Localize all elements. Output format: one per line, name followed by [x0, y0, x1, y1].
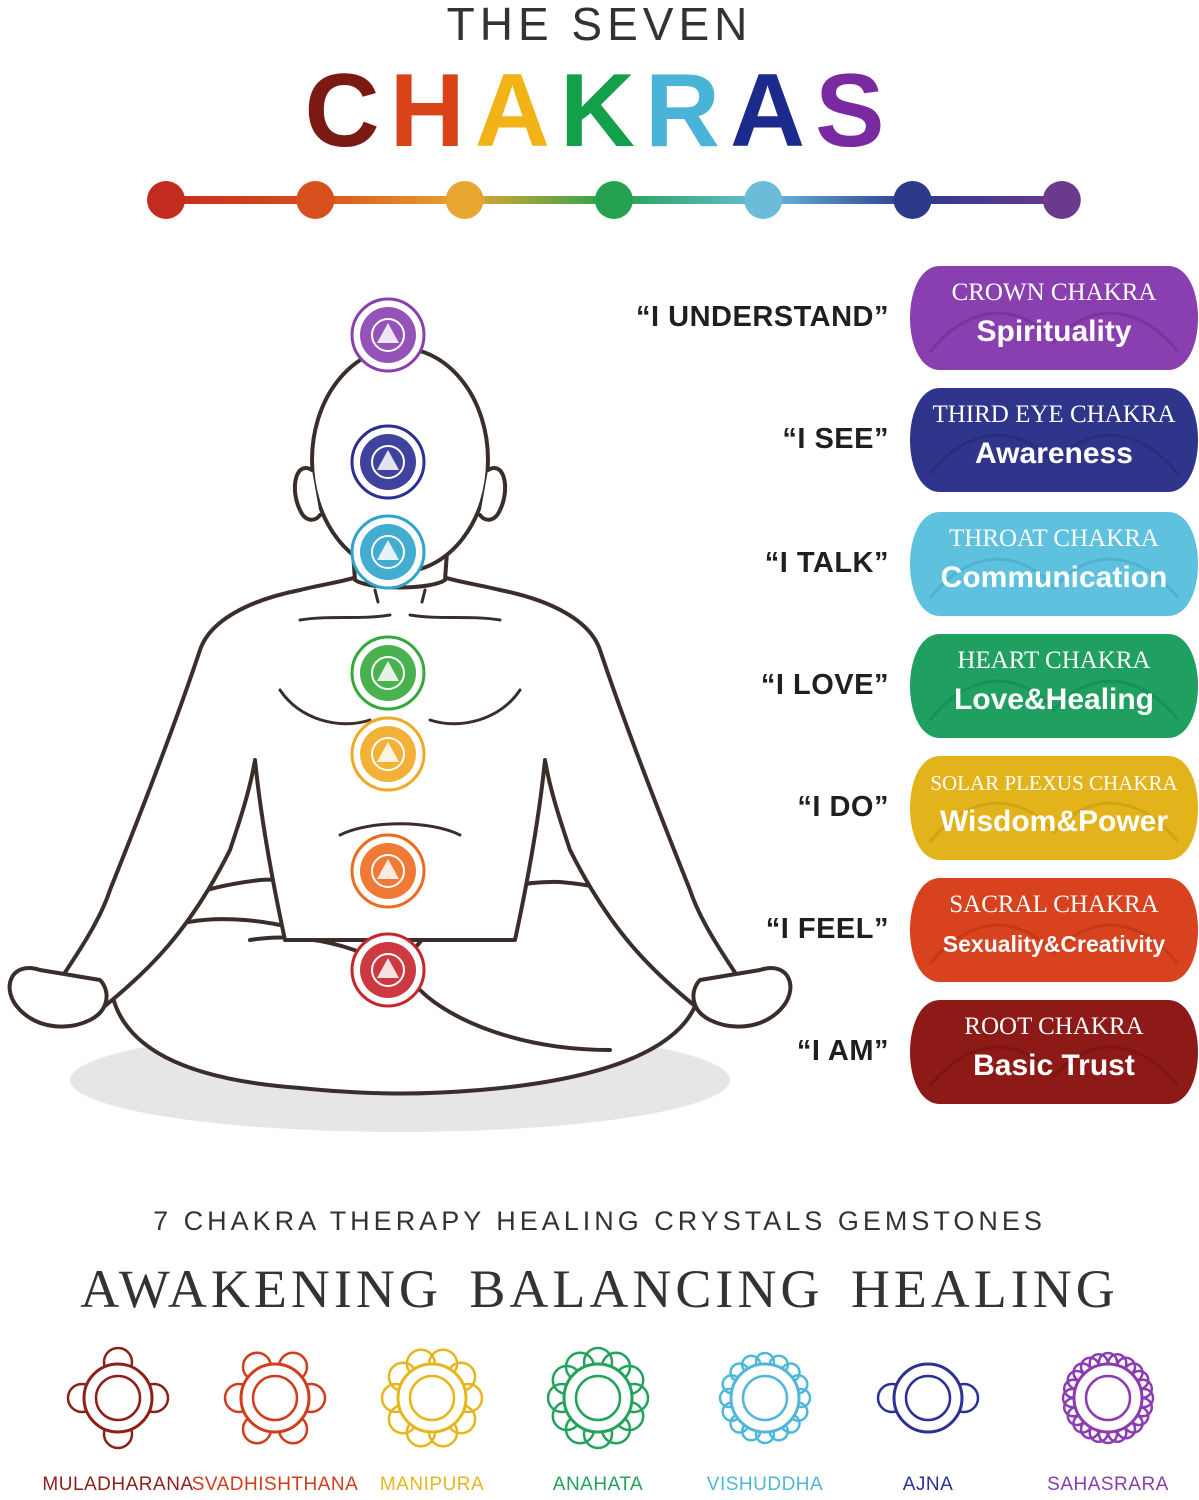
sanskrit-name: ANAHATA — [552, 1474, 644, 1495]
rainbow-dot — [1042, 181, 1081, 219]
chakra-name: HEART CHAKRA — [957, 647, 1151, 674]
title-letter: H — [389, 53, 475, 169]
sanskrit-name: AJNA — [902, 1474, 954, 1495]
badge-shape — [910, 756, 1198, 860]
chakra-body-icon — [350, 635, 426, 711]
sanskrit-symbol-icon — [380, 1348, 484, 1448]
chakra-quote: “I DO” — [797, 791, 889, 823]
sanskrit-name: MULADHARANA — [42, 1474, 194, 1495]
badge-shape — [910, 634, 1198, 738]
chakra-value: Spirituality — [976, 315, 1132, 348]
badge-shape — [910, 1000, 1198, 1104]
badge-shape — [910, 512, 1198, 616]
rainbow-dot — [594, 181, 633, 219]
chakra-value: Basic Trust — [973, 1049, 1135, 1082]
chakra-value: Sexuality&Creativity — [942, 931, 1166, 957]
title-letter: K — [559, 53, 645, 169]
sanskrit-name: SVADHISHTHANA — [191, 1474, 359, 1495]
chakra-badge: THROAT CHAKRA Communication — [910, 508, 1198, 620]
tagline: AWAKENING BALANCING HEALING — [80, 1259, 1119, 1319]
sanskrit-symbols-row — [66, 1346, 1155, 1450]
chakra-value: Awareness — [975, 437, 1133, 470]
sanskrit-name: MANIPURA — [379, 1474, 485, 1495]
title-letter: C — [304, 53, 390, 169]
sanskrit-symbol-icon — [223, 1351, 327, 1445]
body-details — [278, 588, 522, 837]
chakra-body-icon — [350, 716, 426, 792]
meditating-figure — [7, 297, 793, 1132]
title-top-line: THE SEVEN — [446, 0, 753, 50]
sanskrit-name: VISHUDDHA — [706, 1474, 824, 1495]
chakra-badge: SOLAR PLEXUS CHAKRA Wisdom&Power — [910, 752, 1198, 864]
chakra-value: Communication — [940, 561, 1168, 594]
rainbow-dot — [296, 181, 335, 219]
chakra-body-icon — [350, 424, 426, 500]
rainbow-dot — [147, 181, 185, 219]
sanskrit-symbol-icon — [66, 1346, 170, 1450]
chakra-value: Love&Healing — [953, 683, 1155, 716]
chakra-name: ROOT CHAKRA — [964, 1013, 1144, 1040]
chakra-badge: SACRAL CHAKRA Sexuality&Creativity — [910, 874, 1198, 986]
title-letter: S — [815, 53, 895, 169]
title-letter: A — [730, 53, 816, 169]
sanskrit-symbol-icon — [718, 1351, 812, 1445]
chakra-quote: “I SEE” — [782, 423, 889, 455]
title-chakras: CHAKRAS — [0, 56, 1199, 166]
rainbow-dot — [744, 181, 783, 219]
rainbow-dot-line — [147, 181, 1081, 219]
sanskrit-symbol-icon — [546, 1346, 650, 1450]
rainbow-dot — [445, 181, 484, 219]
chakra-quote: “I TALK” — [764, 547, 889, 579]
sanskrit-name: SAHASRARA — [1047, 1474, 1169, 1495]
chakra-name: CROWN CHAKRA — [951, 279, 1157, 306]
badge-shape — [910, 266, 1198, 370]
chakra-quote: “I UNDERSTAND” — [636, 301, 889, 333]
chakra-badge: CROWN CHAKRA Spirituality — [910, 262, 1198, 374]
title-letter: R — [644, 53, 731, 169]
chakra-name: THIRD EYE CHAKRA — [932, 401, 1176, 428]
badge-shape — [910, 388, 1198, 492]
chakra-value: Wisdom&Power — [939, 805, 1169, 838]
chakra-body-icon — [350, 514, 426, 590]
sanskrit-symbol-icon — [876, 1362, 980, 1434]
sanskrit-symbol-icon — [1061, 1351, 1155, 1445]
chakra-name: SACRAL CHAKRA — [949, 891, 1159, 918]
subtitle: 7 CHAKRA THERAPY HEALING CRYSTALS GEMSTO… — [153, 1206, 1046, 1236]
badge-shape — [910, 878, 1198, 982]
chakra-body-icon — [350, 932, 426, 1008]
chakra-quote: “I AM” — [796, 1035, 889, 1067]
chakra-name: THROAT CHAKRA — [949, 525, 1159, 552]
chakra-name: SOLAR PLEXUS CHAKRA — [930, 771, 1178, 795]
rainbow-dot — [893, 181, 932, 219]
chakra-quote: “I LOVE” — [760, 669, 889, 701]
chakra-quote: “I FEEL” — [765, 913, 889, 945]
chakra-badge: HEART CHAKRA Love&Healing — [910, 630, 1198, 742]
chakra-badge: ROOT CHAKRA Basic Trust — [910, 996, 1198, 1108]
title-letter: A — [474, 53, 560, 169]
chakra-badge: THIRD EYE CHAKRA Awareness — [910, 384, 1198, 496]
chakra-body-icon — [350, 833, 426, 909]
chakra-body-icon — [350, 297, 426, 373]
